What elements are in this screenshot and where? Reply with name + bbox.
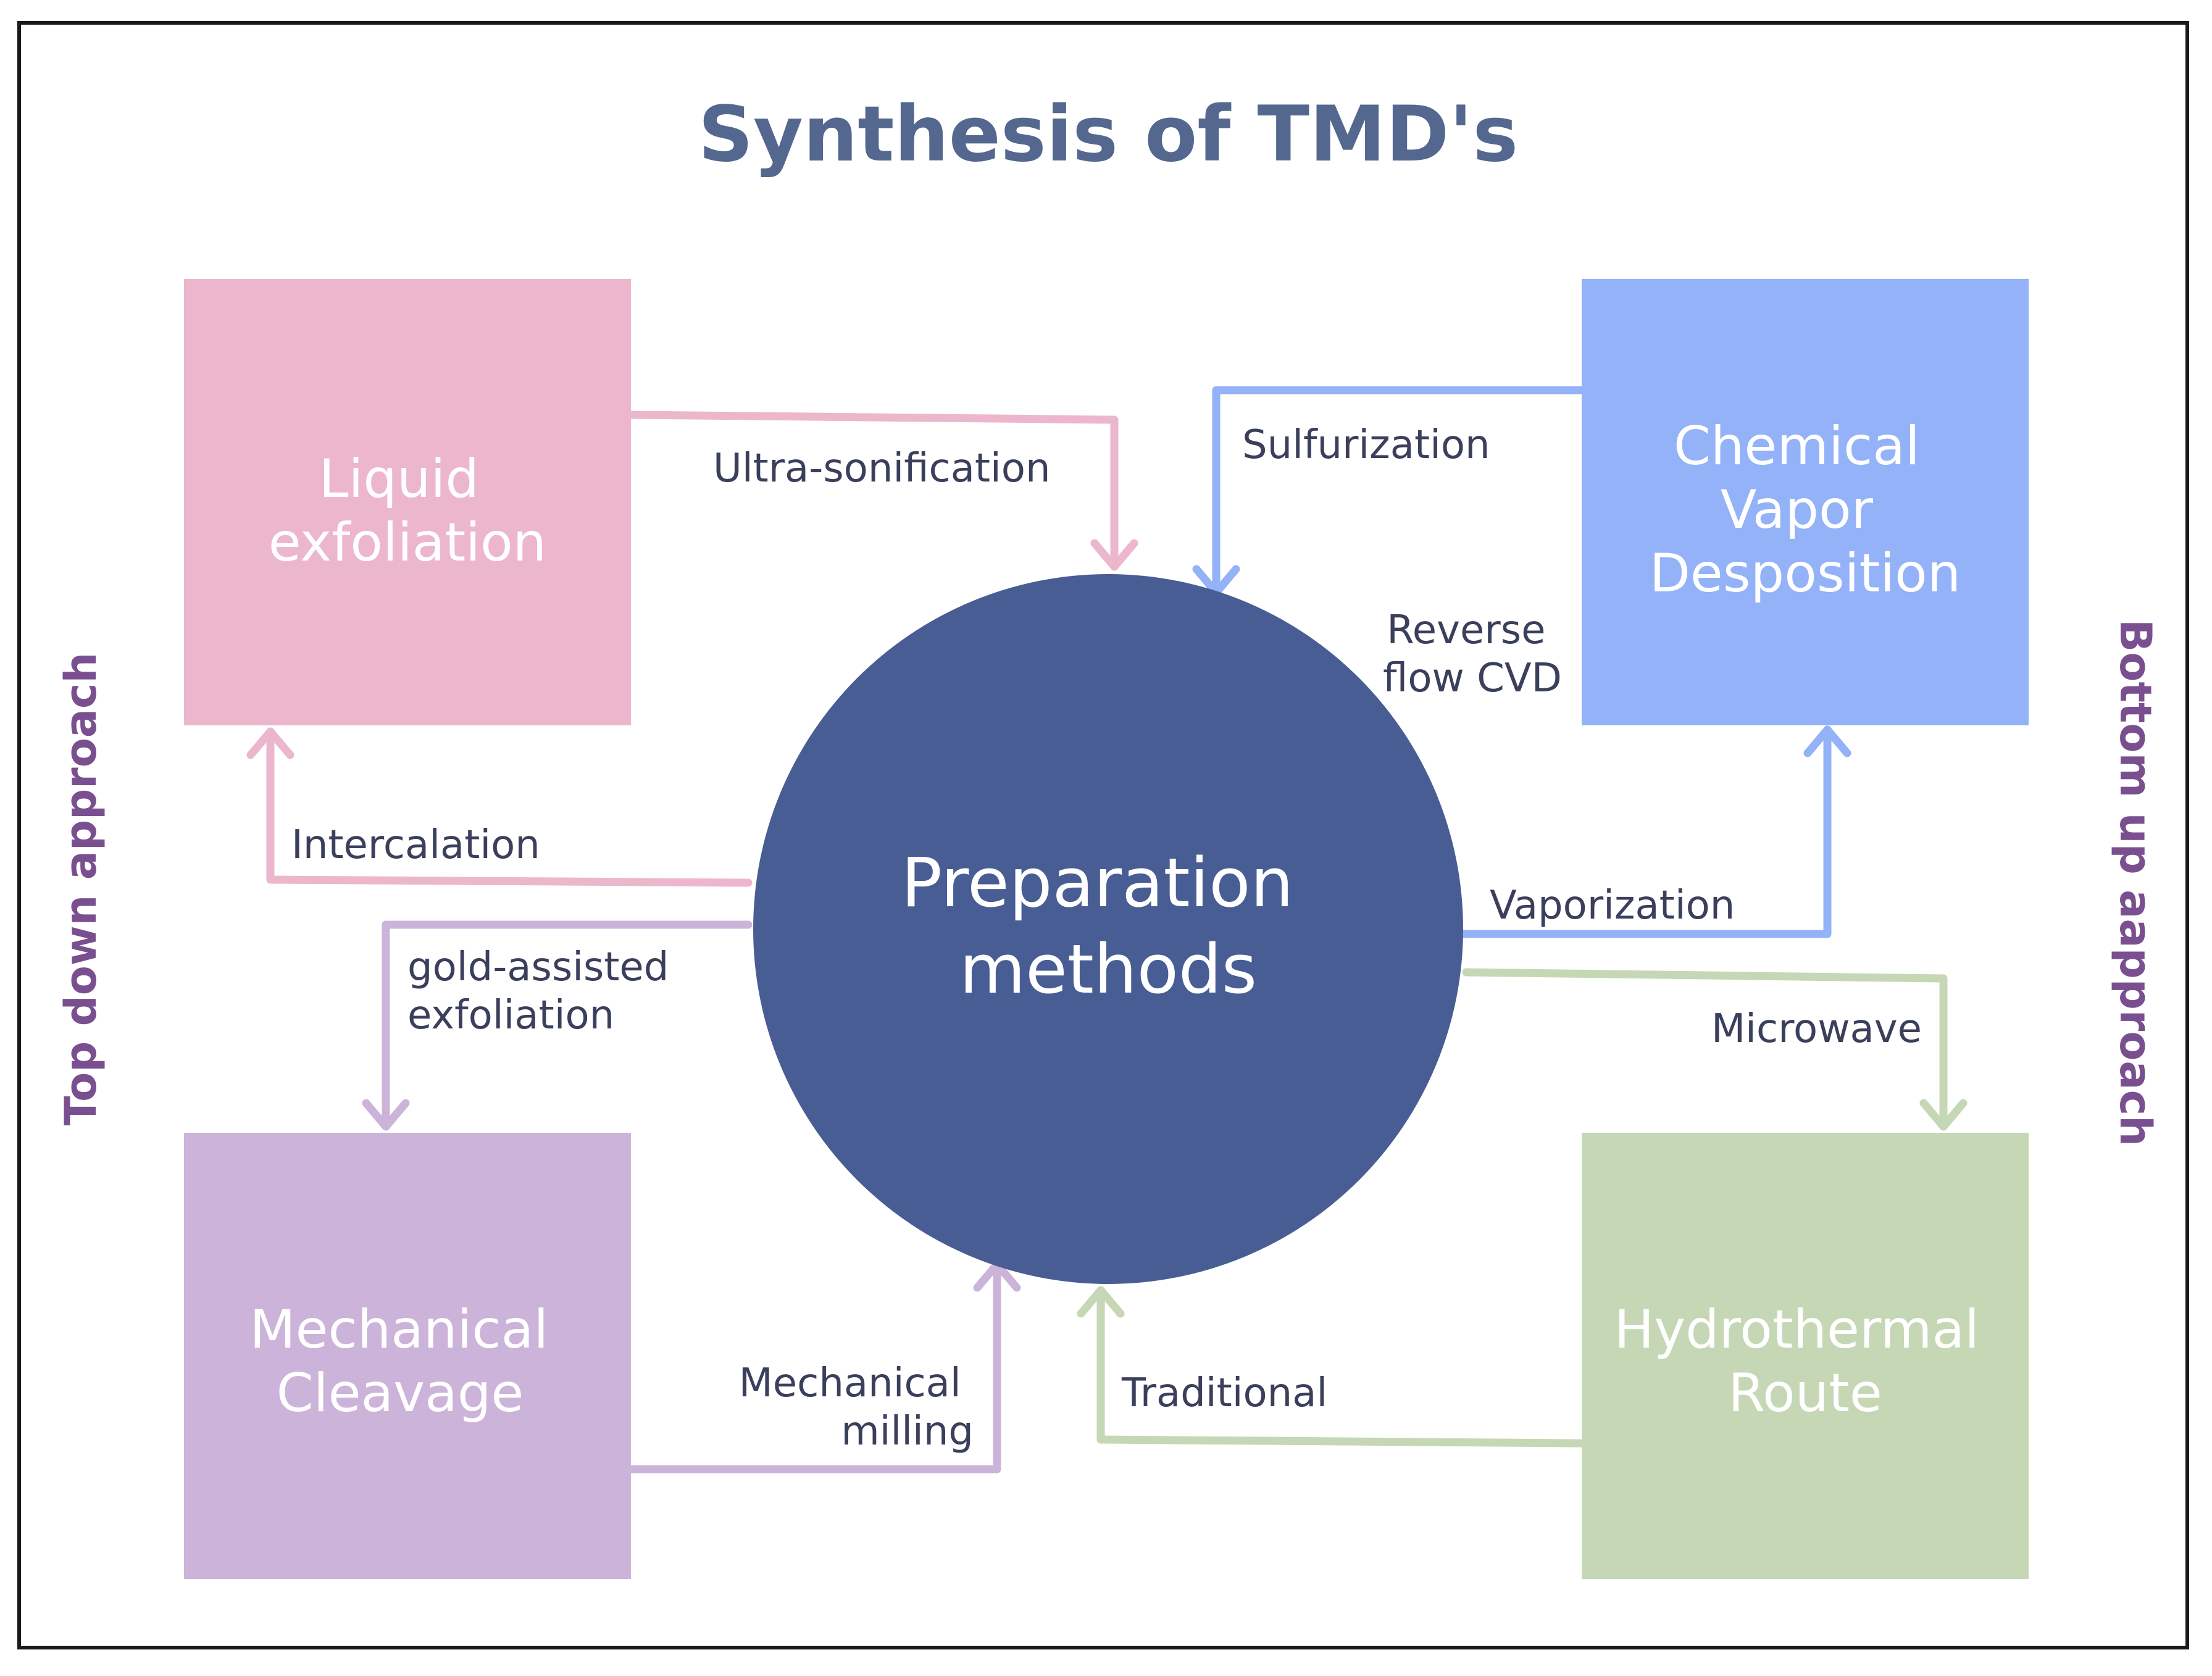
figure-frame xyxy=(17,21,2189,1649)
hydrothermal-route-label: Hydrothermal Route xyxy=(1614,1299,1997,1424)
ultra-sonification-arrowhead xyxy=(1090,539,1138,571)
gold-assisted-exfoliation-label: gold-assisted exfoliation xyxy=(407,944,682,1038)
mechanical-milling-connector xyxy=(627,1260,1001,1474)
intercalation-arrowhead xyxy=(246,727,294,759)
preparation-methods-circle xyxy=(753,574,1463,1284)
sulfurization-label: Sulfurization xyxy=(1242,422,1490,468)
vaporization-connector xyxy=(1459,725,1832,938)
diagram-title: Synthesis of TMD's xyxy=(698,90,1518,179)
sulfurization-connector xyxy=(1212,386,1585,597)
traditional-label: Traditional xyxy=(1121,1370,1327,1416)
gold-assisted-connector xyxy=(382,920,753,1131)
hydrothermal-route-box xyxy=(1582,1133,2029,1579)
microwave-label: Microwave xyxy=(1711,1006,1922,1052)
mechanical-milling-label: Mechanical milling xyxy=(739,1361,974,1454)
mechanical-cleavage-label: Mechanical Cleavage xyxy=(249,1299,565,1424)
bottom-up-approach-label: Bottom up aapproach xyxy=(2110,619,2161,1146)
cvd-box xyxy=(1582,279,2029,725)
vaporization-label: Vaporization xyxy=(1490,883,1735,928)
top-down-approach-label: Top down approach xyxy=(56,652,106,1126)
microwave-arrowhead xyxy=(1919,1099,1968,1131)
liquid-exfoliation-label: Liquid exfoliation xyxy=(269,448,546,573)
mechanical-cleavage-box xyxy=(184,1133,631,1579)
intercalation-connector xyxy=(266,727,753,887)
ultra-sonification-label: Ultra-sonification xyxy=(713,446,1051,491)
gold-assisted-arrowhead xyxy=(362,1099,410,1131)
ultra-sonification-connector xyxy=(627,411,1119,571)
traditional-arrowhead xyxy=(1077,1286,1125,1318)
reverse-flow-cvd-label: Reverse flow CVD xyxy=(1383,607,1562,701)
preparation-methods-label: Preparation methods xyxy=(901,843,1315,1009)
cvd-label: Chemical Vapor Desposition xyxy=(1650,415,1961,604)
microwave-connector xyxy=(1462,968,1948,1131)
traditional-connector xyxy=(1096,1286,1585,1448)
vaporization-arrowhead xyxy=(1803,725,1851,757)
intercalation-label: Intercalation xyxy=(291,822,540,868)
liquid-exfoliation-box xyxy=(184,279,631,725)
